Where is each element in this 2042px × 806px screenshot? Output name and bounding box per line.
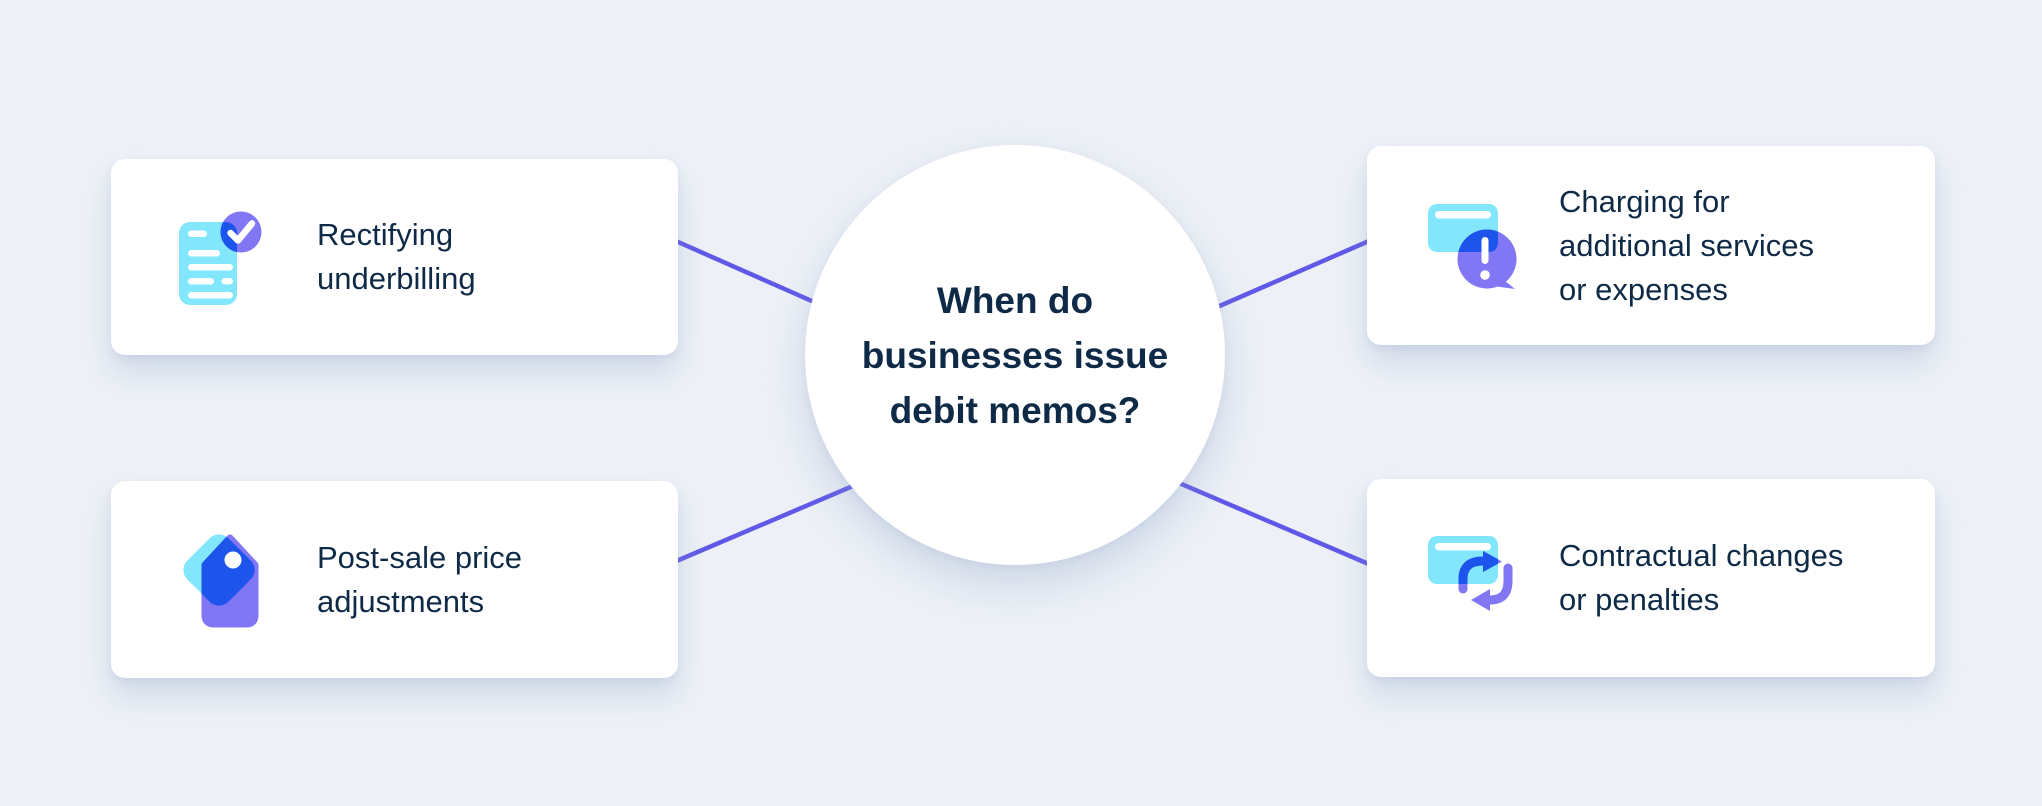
central-question-circle: When do businesses issue debit memos? xyxy=(805,145,1225,565)
card-contractual-changes-penalties: Contractual changes or penalties xyxy=(1367,479,1935,677)
card-label-line: or expenses xyxy=(1559,271,1728,307)
card-label-line: additional services xyxy=(1559,227,1815,263)
card-charging-additional-services: Charging for additional services or expe… xyxy=(1367,146,1935,345)
card-post-sale-price-adjustments: Post-sale price adjustments xyxy=(111,481,678,678)
card-refresh-icon xyxy=(1428,536,1513,611)
card-alert-bubble-icon xyxy=(1428,203,1517,289)
card-label-line: Charging for xyxy=(1559,183,1730,219)
card-label-line: Contractual changes xyxy=(1559,538,1844,573)
card-label: Post-sale price adjustments xyxy=(317,536,522,624)
card-label: Charging for additional services or expe… xyxy=(1559,180,1814,312)
card-label-line: adjustments xyxy=(317,583,485,619)
diagram-title-line: businesses issue xyxy=(861,334,1169,376)
card-label-line: underbilling xyxy=(317,261,476,296)
card-rectifying-underbilling: Rectifying underbilling xyxy=(111,159,678,355)
card-label-line: Rectifying xyxy=(317,217,454,252)
card-label-line: or penalties xyxy=(1559,582,1720,617)
card-label-line: Post-sale price xyxy=(317,539,523,575)
diagram-title-line: When do xyxy=(936,279,1094,321)
card-label: Contractual changes or penalties xyxy=(1559,534,1843,622)
price-tags-icon xyxy=(183,533,259,627)
diagram-title: When do businesses issue debit memos? xyxy=(834,273,1196,438)
document-check-icon xyxy=(179,211,262,305)
card-label: Rectifying underbilling xyxy=(317,213,476,301)
diagram-title-line: debit memos? xyxy=(889,389,1141,431)
